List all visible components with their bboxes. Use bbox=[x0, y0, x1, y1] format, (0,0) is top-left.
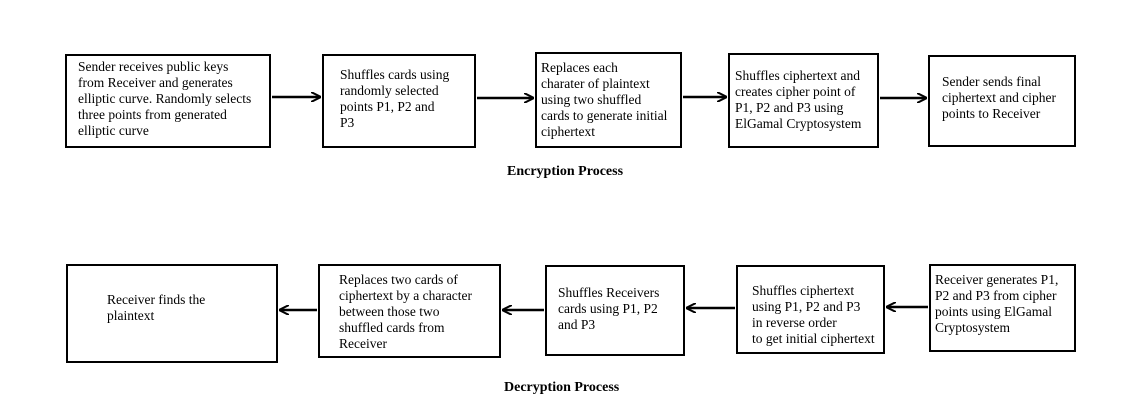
enc-step-5-text: Sender sends final ciphertext and cipher… bbox=[942, 74, 1056, 121]
dec-step-1-box bbox=[929, 264, 1076, 352]
decryption-caption: Decryption Process bbox=[504, 380, 620, 395]
dec-step-2-text: Shuffles ciphertext using P1, P2 and P3 … bbox=[752, 283, 875, 346]
enc-step-1-box bbox=[65, 54, 271, 148]
enc-step-4-text: Shuffles ciphertext and creates cipher p… bbox=[735, 68, 862, 131]
enc-step-2-text: Shuffles cards using randomly selected p… bbox=[340, 67, 450, 130]
enc-step-5-box bbox=[928, 55, 1076, 147]
dec-step-5-box bbox=[66, 264, 278, 363]
dec-step-3-text: Shuffles Receivers cards using P1, P2 an… bbox=[558, 285, 660, 332]
dec-step-4-box bbox=[318, 264, 501, 358]
dec-step-1-text: Receiver generates P1, P2 and P3 from ci… bbox=[935, 272, 1059, 335]
encryption-caption: Encryption Process bbox=[507, 164, 624, 179]
enc-step-3-text: Replaces each charater of plaintext usin… bbox=[541, 60, 668, 139]
dec-step-4-text: Replaces two cards of ciphertext by a ch… bbox=[339, 272, 473, 351]
dec-step-3-box bbox=[545, 265, 685, 356]
dec-step-5-text: Receiver finds the plaintext bbox=[107, 292, 206, 323]
enc-step-1-text: Sender receives public keys from Receive… bbox=[78, 59, 252, 138]
enc-step-2-box bbox=[322, 54, 476, 148]
enc-step-3-box bbox=[535, 52, 682, 148]
dec-step-2-box bbox=[736, 265, 885, 354]
enc-step-4-box bbox=[728, 53, 879, 148]
